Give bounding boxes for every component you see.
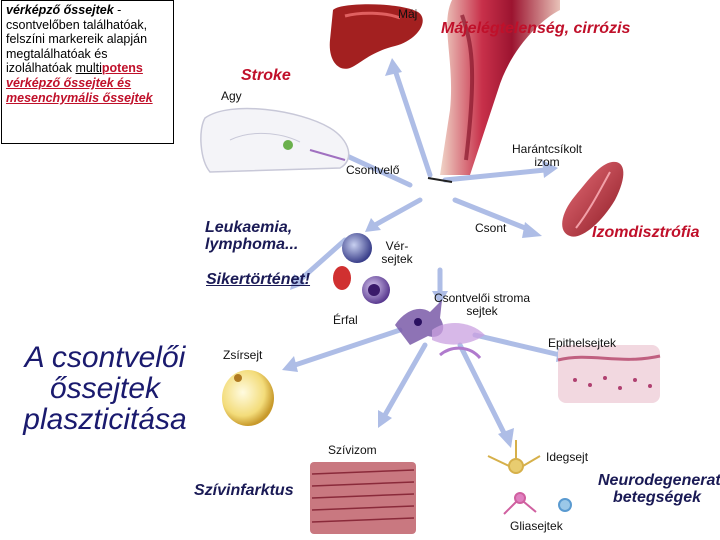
stroma-cell-icon [395, 300, 444, 345]
info-mesench: mesenchymális őssejtek [6, 90, 153, 105]
arrow-to-blood [372, 197, 423, 228]
label-szivizom: Szívizom [328, 443, 377, 457]
neuron-icon [487, 440, 541, 474]
label-gliasejtek: Gliasejtek [510, 519, 563, 533]
arrow-to-muscle [442, 167, 548, 183]
arrow-to-liver [392, 67, 433, 178]
info-line1: csontvelőben találhatóak, felszíni marke… [6, 17, 148, 76]
arrowheads [268, 58, 573, 448]
label-ver-sejtek: Vér-sejtek [381, 239, 413, 266]
blood-cell-blue [342, 233, 372, 263]
arrow-to-bone [452, 197, 533, 233]
label-neurodeg: Neurodegeneratív betegségek [598, 472, 720, 506]
arrows [277, 67, 563, 438]
arrow-to-heart [382, 342, 428, 418]
muscle-icon [562, 161, 624, 237]
info-multi-b: potens [101, 61, 143, 76]
label-zsirsejt: Zsírsejt [223, 348, 263, 362]
blood-cells [333, 233, 390, 304]
brain-icon [200, 107, 350, 173]
fat-cell-icon [222, 370, 274, 426]
label-csont: Csont [475, 221, 507, 235]
info-box: vérképző őssejtek - csontvelőben találha… [1, 0, 174, 144]
info-multi-a: multi [75, 61, 102, 76]
brain-spot [283, 140, 293, 150]
arrow-to-neuron [457, 342, 508, 438]
info-multi-c: vérképző őssejtek [6, 75, 114, 90]
arrow-to-fat [292, 327, 403, 368]
liver-icon [329, 4, 423, 69]
arrow-blood-left [297, 237, 348, 283]
bone-icon [427, 0, 560, 183]
label-erfal: Érfal [333, 313, 358, 327]
label-stroma: Csontvelői stroma sejtek [433, 291, 531, 318]
page-title: A csontvelői őssejtek plaszticitása [23, 341, 187, 436]
vessel-icon [432, 323, 485, 360]
label-leukaemia: Leukaemia, lymphoma... [205, 219, 299, 253]
label-majelegtelenseg: Májelégtelenség, cirrózis [441, 20, 631, 37]
glia-icon [503, 492, 572, 515]
label-epithel: Epithelsejtek [548, 336, 617, 350]
label-csontvelo: Csontvelő [346, 163, 400, 177]
label-izomdisztrofia: Izomdisztrófia [592, 224, 700, 241]
label-harantcsikolt: Harántcsíkolt izom [511, 142, 583, 169]
label-stroke: Stroke [241, 67, 291, 84]
red-blood-cell [333, 266, 351, 290]
label-agy: Agy [221, 89, 242, 103]
label-idegsejt: Idegsejt [546, 450, 589, 464]
epithel-icon [557, 345, 661, 403]
heart-muscle-icon [310, 462, 416, 534]
info-and: és [113, 75, 132, 90]
csontvelo-pointer [427, 177, 453, 183]
label-szivinfarktus: Szívinfarktus [194, 482, 294, 499]
arrow-to-epithel [472, 332, 563, 358]
label-maj: Máj [398, 7, 418, 21]
info-dash: - [113, 3, 122, 17]
info-term: vérképző őssejtek [6, 3, 114, 17]
label-sikertortenet: Sikertörténet! [206, 271, 311, 288]
